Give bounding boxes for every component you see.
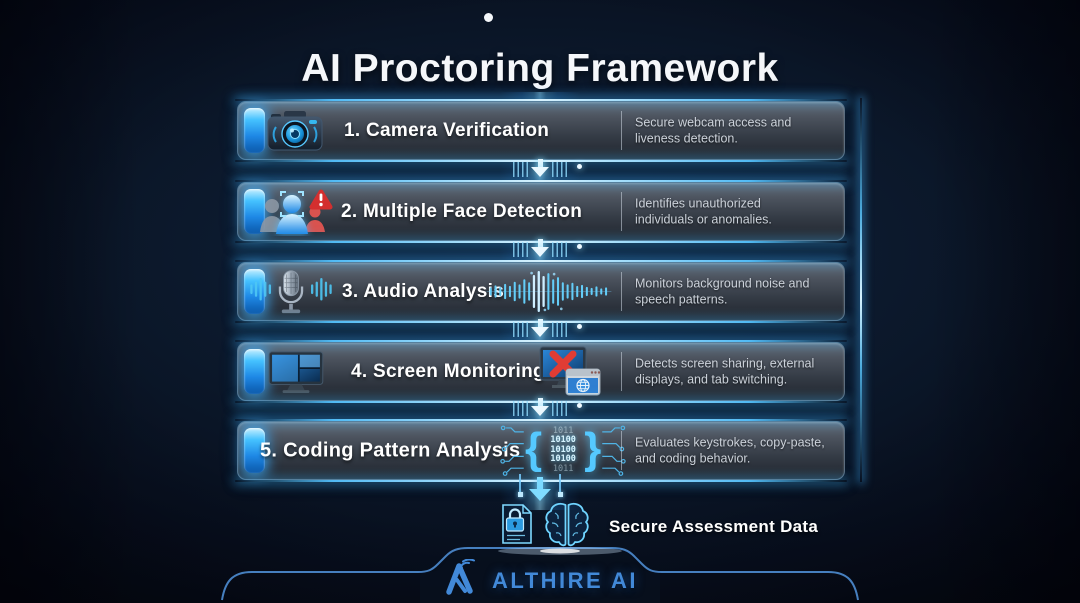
- close-brace: }: [584, 424, 602, 473]
- glow-dot: [577, 403, 582, 408]
- step-description: Identifies unauthorized individuals or a…: [635, 195, 772, 227]
- circuit-line: [517, 474, 523, 497]
- final-down-arrow-icon: [514, 474, 566, 505]
- tick-lines: [513, 162, 528, 177]
- step-camera-verification: 1. Camera Verification Secure webcam acc…: [235, 99, 847, 162]
- tick-lines: [513, 322, 528, 337]
- down-arrow-icon: [537, 239, 543, 247]
- page-title: AI Proctoring Framework: [301, 47, 779, 91]
- brand-name: ALTHIRE AI: [492, 567, 638, 593]
- circuit-line: [557, 474, 563, 497]
- step-multiple-face-detection: 2. Multiple Face Detection Identifies un…: [235, 180, 847, 243]
- binary-code-braces-icon: { 1011 10100 10100 10100 1011 }: [498, 424, 628, 477]
- step-title: 2. Multiple Face Detection: [341, 200, 583, 222]
- accent-bar: [244, 349, 265, 394]
- step-description: Monitors background noise and speech pat…: [635, 275, 810, 307]
- footer-panel-outline: [221, 547, 859, 603]
- brain-icon: [543, 501, 591, 552]
- flow-connector: [510, 239, 582, 261]
- secure-data-label: Secure Assessment Data: [609, 516, 819, 536]
- step-description: Secure webcam access and liveness detect…: [635, 114, 792, 146]
- flow-connector: [510, 159, 582, 181]
- accent-bar: [244, 108, 265, 153]
- step-coding-pattern-analysis: 5. Coding Pattern Analysis { 1011 10100 …: [235, 419, 847, 482]
- tick-lines: [513, 242, 528, 257]
- flow-connector: [510, 398, 582, 420]
- binary-lines: 1011 10100 10100 10100 1011: [550, 425, 576, 474]
- tick-lines: [552, 401, 567, 416]
- multiple-faces-alert-icon: [257, 188, 333, 241]
- accent-bar: [244, 428, 265, 473]
- althire-logo-icon: [442, 558, 482, 602]
- step-description: Detects screen sharing, external display…: [635, 355, 815, 387]
- audio-waveform-icon: [486, 269, 612, 319]
- secure-assessment-section: Secure Assessment Data: [497, 501, 818, 552]
- blocked-screen-browser-icon: [538, 345, 604, 404]
- right-light-streak: [860, 98, 862, 482]
- divider-line: [621, 192, 622, 231]
- brand-footer: ALTHIRE AI: [0, 558, 1080, 602]
- microphone-waveform-icon: [245, 269, 337, 320]
- step-description: Evaluates keystrokes, copy-paste, and co…: [635, 434, 825, 466]
- down-arrow-icon: [537, 319, 543, 327]
- circuit-traces-icon: [500, 425, 524, 476]
- title-dot: [484, 13, 493, 22]
- down-arrow-icon: [537, 159, 543, 167]
- tick-lines: [552, 322, 567, 337]
- tick-lines: [552, 242, 567, 257]
- glow-dot: [577, 164, 582, 169]
- down-arrow-icon: [537, 398, 543, 406]
- step-title: 5. Coding Pattern Analysis: [260, 439, 521, 461]
- flow-connector: [510, 319, 582, 341]
- tick-lines: [552, 162, 567, 177]
- circuit-traces-icon: [602, 425, 626, 476]
- step-title: 3. Audio Analysis: [342, 280, 505, 302]
- divider-line: [621, 431, 622, 470]
- divider-line: [621, 111, 622, 150]
- open-brace: {: [525, 424, 543, 473]
- step-title: 4. Screen Monitoring: [351, 360, 545, 382]
- divider-line: [621, 272, 622, 311]
- glow-dot: [577, 324, 582, 329]
- step-title: 1. Camera Verification: [344, 119, 550, 141]
- tick-lines: [513, 401, 528, 416]
- accent-bar: [244, 189, 265, 234]
- glow-dot: [577, 244, 582, 249]
- step-audio-analysis: 3. Audio Analysis Monitors background no…: [235, 260, 847, 323]
- camera-icon: [264, 109, 326, 158]
- step-screen-monitoring: 4. Screen Monitoring De: [235, 340, 847, 404]
- monitor-icon: [266, 350, 326, 399]
- document-lock-icon: [497, 501, 543, 552]
- divider-line: [621, 352, 622, 391]
